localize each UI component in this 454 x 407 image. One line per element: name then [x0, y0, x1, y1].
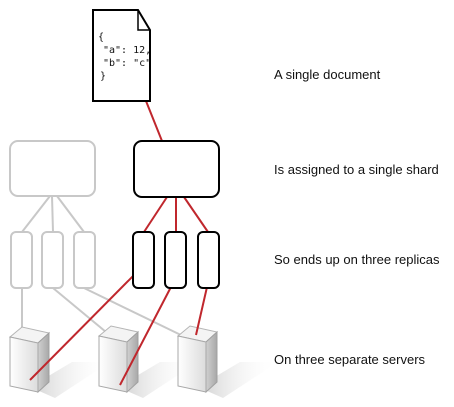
- active-replica-3: [197, 231, 220, 289]
- caption-replicas: So ends up on three replicas: [274, 252, 440, 267]
- inactive-replica-3: [73, 231, 96, 289]
- server-3: [176, 325, 278, 398]
- inactive-connectors: [21, 195, 186, 338]
- inactive-replicas: [10, 231, 96, 289]
- active-replica-2: [164, 231, 187, 289]
- document-line-4: }: [100, 71, 106, 82]
- document-line-3: "b": "c": [103, 58, 151, 69]
- caption-shard: Is assigned to a single shard: [274, 162, 439, 177]
- replica-1-to-server-1-connector: [29, 269, 140, 381]
- caption-document: A single document: [274, 67, 381, 82]
- inactive-replica-1: [10, 231, 33, 289]
- shard-to-replica-1-connector: [143, 196, 168, 233]
- inactive-replica-2: [41, 231, 64, 289]
- document-line-2: "a": 12,: [103, 45, 151, 56]
- active-replicas: [132, 231, 220, 289]
- doc-to-shard-connector: [145, 100, 163, 142]
- caption-servers: On three separate servers: [274, 352, 426, 367]
- shard-to-replica-3-connector: [183, 196, 209, 233]
- document-icon: { "a": 12, "b": "c" }: [92, 9, 151, 102]
- server-1: [8, 326, 110, 398]
- highlight-connectors: [29, 100, 209, 386]
- replica-3-to-server-3-connector: [195, 286, 208, 336]
- active-shard: [133, 140, 220, 198]
- active-replica-1: [132, 231, 155, 289]
- replica-2-to-server-2-connector: [119, 284, 173, 386]
- inactive-shard: [9, 140, 96, 197]
- document-line-1: {: [98, 32, 104, 43]
